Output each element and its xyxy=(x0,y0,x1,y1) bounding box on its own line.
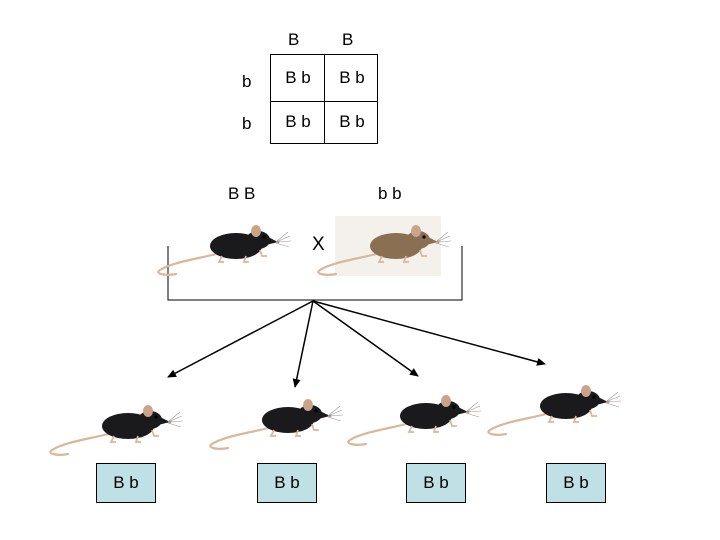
arrow-to-offspring-2 xyxy=(292,300,314,388)
row-header-2: b xyxy=(242,114,252,133)
arrow-to-offspring-1 xyxy=(167,300,314,378)
grid-divider-vertical xyxy=(324,55,325,143)
punnett-cell-2-2: B b xyxy=(339,112,365,131)
grid-divider-horizontal xyxy=(271,101,377,102)
offspring-genotype-4: B b xyxy=(546,463,606,503)
offspring-mouse-1 xyxy=(49,403,185,456)
parent-right-genotype: b b xyxy=(378,184,402,203)
arrow-to-offspring-4 xyxy=(312,300,546,366)
row-header-1: b xyxy=(242,72,252,91)
arrow-to-offspring-3 xyxy=(312,300,419,377)
offspring-mouse-4 xyxy=(487,383,623,436)
parent-left-genotype: B B xyxy=(228,184,256,203)
punnett-cell-1-1: B b xyxy=(285,68,311,87)
parent-bracket xyxy=(167,246,463,301)
offspring-mouse-3 xyxy=(347,393,483,446)
offspring-genotype-1: B b xyxy=(96,463,156,503)
punnett-cell-1-2: B b xyxy=(339,68,365,87)
punnett-square: B b B b B b B b xyxy=(270,54,378,144)
col-header-2: B xyxy=(342,30,354,49)
offspring-genotype-3: B b xyxy=(406,463,466,503)
cross-symbol: X xyxy=(312,234,325,255)
offspring-mouse-2 xyxy=(209,397,345,450)
col-header-1: B xyxy=(288,30,300,49)
offspring-genotype-2: B b xyxy=(257,463,317,503)
parent-black-mouse xyxy=(157,223,293,276)
punnett-cell-2-1: B b xyxy=(285,112,311,131)
